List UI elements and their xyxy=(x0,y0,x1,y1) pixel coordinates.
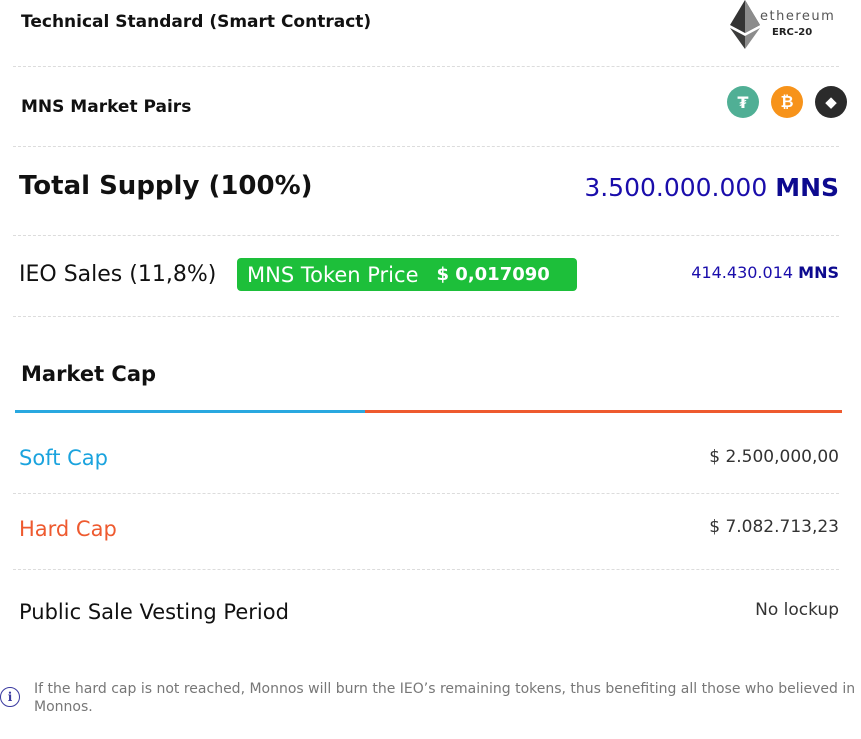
token-price-value: $ 0,017090 xyxy=(436,264,550,285)
info-icon: i xyxy=(0,687,20,707)
ieo-sales-amount: 414.430.014 xyxy=(691,263,794,282)
divider xyxy=(13,235,839,236)
ieo-sales-label: IEO Sales (11,8%) xyxy=(19,262,217,287)
divider xyxy=(13,493,839,494)
bitcoin-icon: ₿ xyxy=(771,86,803,118)
ieo-sales-unit: MNS xyxy=(798,263,839,282)
hard-cap-label: Hard Cap xyxy=(19,517,117,541)
market-pairs-label: MNS Market Pairs xyxy=(21,97,192,117)
total-supply-unit: MNS xyxy=(775,173,839,202)
divider xyxy=(13,66,839,67)
token-price-label: MNS Token Price xyxy=(247,262,419,287)
vesting-period-value: No lockup xyxy=(755,600,839,620)
soft-cap-bar xyxy=(15,410,365,413)
token-price-badge: MNS Token Price $ 0,017090 xyxy=(237,258,577,291)
erc20-standard-text: ERC-20 xyxy=(772,27,813,38)
ieo-sales-value: 414.430.014 MNS xyxy=(691,263,839,282)
hard-cap-note: If the hard cap is not reached, Monnos w… xyxy=(34,681,856,715)
ethereum-logo xyxy=(728,0,848,50)
soft-cap-value: $ 2.500,000,00 xyxy=(709,447,839,467)
ethereum-icon: ◆ xyxy=(815,86,847,118)
total-supply-value: 3.500.000.000 MNS xyxy=(584,173,839,202)
divider xyxy=(13,569,839,570)
hard-cap-bar xyxy=(365,410,842,413)
divider xyxy=(13,316,839,317)
divider xyxy=(13,146,839,147)
hard-cap-value: $ 7.082.713,23 xyxy=(709,517,839,537)
market-cap-heading: Market Cap xyxy=(21,362,157,386)
tether-icon: ₮ xyxy=(727,86,759,118)
vesting-period-label: Public Sale Vesting Period xyxy=(19,600,289,624)
ethereum-brand-text: ethereum xyxy=(760,9,836,24)
technical-standard-label: Technical Standard (Smart Contract) xyxy=(21,12,372,32)
total-supply-amount: 3.500.000.000 xyxy=(584,173,768,202)
soft-cap-label: Soft Cap xyxy=(19,446,108,470)
total-supply-label: Total Supply (100%) xyxy=(19,171,313,201)
ethereum-diamond-icon xyxy=(730,0,760,49)
